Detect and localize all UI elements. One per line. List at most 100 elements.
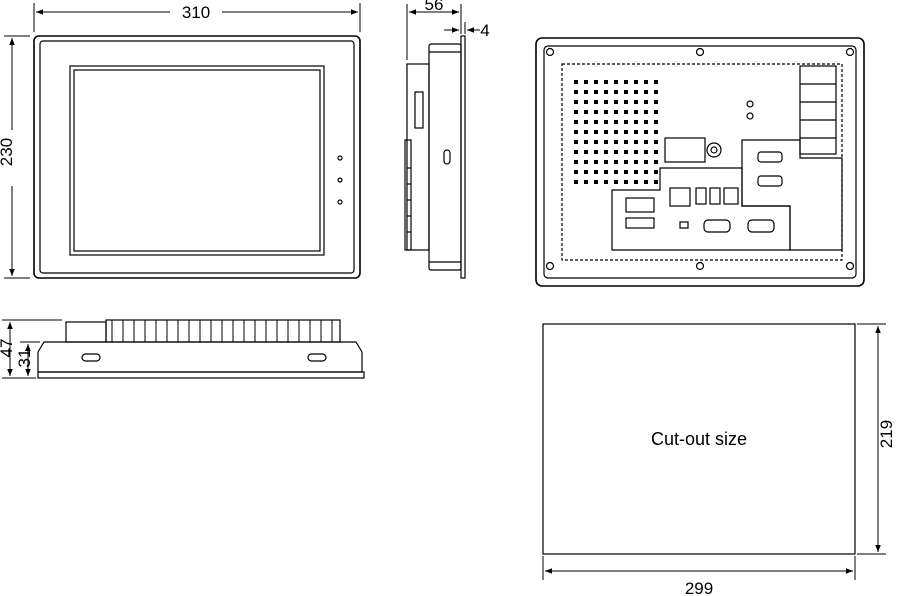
vent-square — [594, 160, 598, 164]
vent-square — [634, 170, 638, 174]
vent-square — [604, 130, 608, 134]
vent-square — [654, 170, 658, 174]
vent-square — [624, 80, 628, 84]
vent-square — [614, 100, 618, 104]
vent-square — [614, 90, 618, 94]
bottom-body-label: 31 — [15, 349, 34, 368]
vent-square — [594, 110, 598, 114]
vent-square — [584, 120, 588, 124]
vent-square — [584, 180, 588, 184]
vent-square — [614, 170, 618, 174]
vent-square — [634, 160, 638, 164]
vent-square — [594, 140, 598, 144]
aux-terminal — [625, 217, 655, 229]
vent-square — [574, 120, 578, 124]
reset-button — [706, 142, 722, 158]
vent-square — [584, 130, 588, 134]
dip-switch — [625, 197, 655, 213]
side-slot — [443, 149, 451, 165]
vent-square — [604, 110, 608, 114]
led-indicator-3 — [337, 199, 343, 205]
vent-square — [604, 80, 608, 84]
vent-square — [654, 130, 658, 134]
vent-square — [624, 90, 628, 94]
ethernet-port — [669, 187, 691, 207]
vent-square — [654, 150, 658, 154]
vent-square — [654, 100, 658, 104]
vent-square — [624, 160, 628, 164]
vent-square — [614, 150, 618, 154]
vent-square — [624, 120, 628, 124]
vent-square — [654, 140, 658, 144]
front-height-dimension — [4, 35, 30, 279]
vent-square — [654, 120, 658, 124]
power-terminal-block — [799, 65, 837, 155]
vent-square — [644, 170, 648, 174]
led-indicator-1 — [337, 155, 343, 161]
mount-slot-right — [307, 353, 327, 362]
com-port-1 — [703, 219, 731, 233]
vent-square — [614, 80, 618, 84]
vent-square — [624, 130, 628, 134]
vent-square — [624, 100, 628, 104]
vent-square — [604, 170, 608, 174]
vent-square — [604, 90, 608, 94]
vent-square — [574, 90, 578, 94]
vent-square — [594, 170, 598, 174]
vent-square — [654, 160, 658, 164]
led-indicator-2 — [337, 177, 343, 183]
vent-square — [654, 180, 658, 184]
vent-square — [594, 80, 598, 84]
vent-square — [594, 90, 598, 94]
rear-vent-grid — [574, 80, 658, 184]
dc-jack — [723, 187, 739, 205]
vent-square — [584, 110, 588, 114]
vent-square — [574, 100, 578, 104]
vent-square — [654, 110, 658, 114]
vent-square — [634, 180, 638, 184]
vent-square — [584, 170, 588, 174]
vent-square — [594, 100, 598, 104]
front-height-label: 230 — [0, 138, 16, 166]
cooling-fins — [111, 320, 333, 342]
vent-square — [604, 160, 608, 164]
front-width-label: 310 — [182, 3, 210, 22]
front-width-dimension — [33, 3, 361, 32]
vent-square — [634, 80, 638, 84]
battery-cover — [664, 137, 706, 163]
bottom-height-dimension — [2, 319, 62, 379]
vent-square — [644, 180, 648, 184]
vent-square — [604, 140, 608, 144]
vent-square — [584, 150, 588, 154]
vent-square — [644, 160, 648, 164]
vent-square — [604, 100, 608, 104]
cutout-height-label: 219 — [877, 420, 896, 448]
vent-square — [574, 150, 578, 154]
vent-square — [574, 180, 578, 184]
cutout-rectangle — [542, 323, 856, 555]
vent-square — [644, 150, 648, 154]
bottom-total-label: 47 — [0, 339, 16, 358]
vent-square — [604, 180, 608, 184]
serial-port-2 — [757, 175, 783, 187]
vent-square — [624, 180, 628, 184]
vent-square — [594, 130, 598, 134]
vent-square — [634, 150, 638, 154]
usb-port-1 — [695, 187, 707, 205]
vent-square — [624, 170, 628, 174]
vent-square — [614, 110, 618, 114]
vent-square — [574, 130, 578, 134]
vent-square — [614, 160, 618, 164]
vent-square — [634, 120, 638, 124]
serial-port-1 — [757, 151, 783, 163]
vent-square — [634, 110, 638, 114]
vent-square — [614, 140, 618, 144]
vent-square — [614, 180, 618, 184]
vent-square — [584, 80, 588, 84]
vent-square — [584, 90, 588, 94]
vent-square — [624, 150, 628, 154]
vent-square — [604, 150, 608, 154]
vent-square — [584, 140, 588, 144]
vent-square — [584, 160, 588, 164]
